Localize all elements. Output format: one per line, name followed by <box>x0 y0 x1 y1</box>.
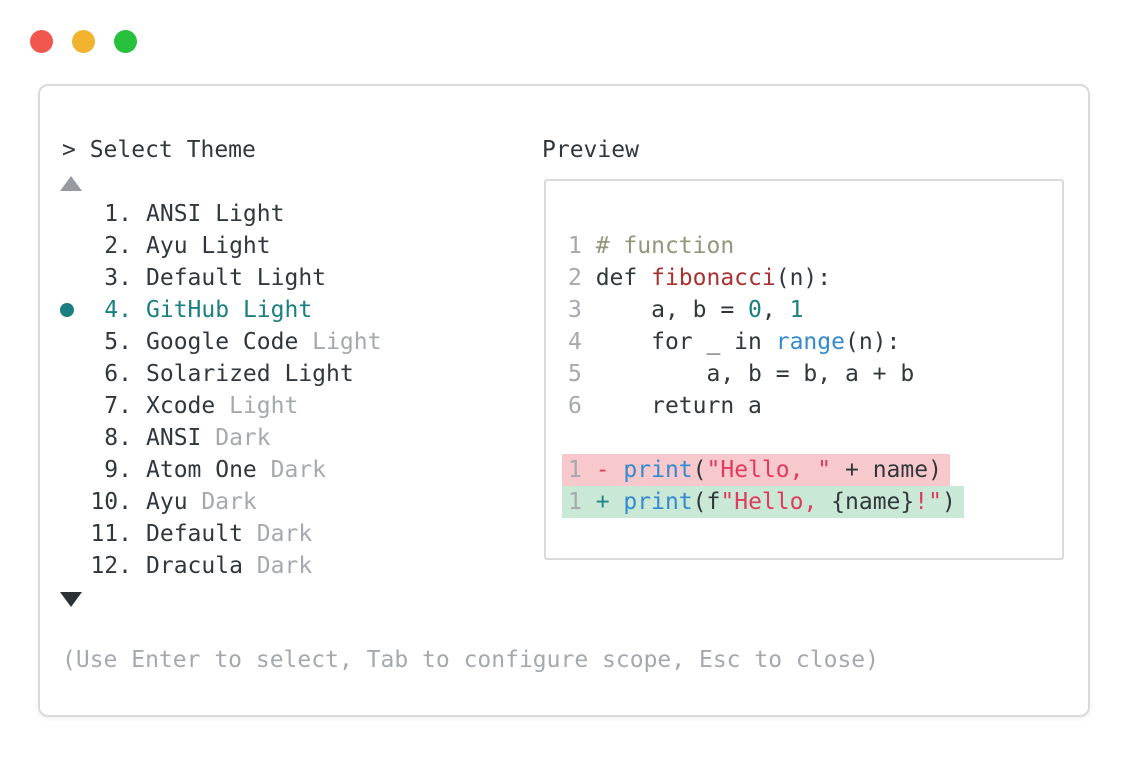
code-token: (n): <box>775 265 832 291</box>
code-token: a, b = <box>595 297 749 323</box>
code-line: 4 for _ in range(n): <box>562 326 908 358</box>
theme-select-prompt: > Select Theme <box>62 137 256 163</box>
traffic-light-minimize-icon[interactable] <box>72 30 95 53</box>
code-line: 2 def fibonacci(n): <box>562 262 839 294</box>
theme-item-number: 5. <box>104 329 132 355</box>
theme-item-number: 8. <box>104 425 132 451</box>
code-token: (f <box>692 489 721 515</box>
selected-bullet-icon <box>60 303 74 317</box>
theme-item-label: ANSI Light <box>146 201 285 227</box>
keyboard-hints: (Use Enter to select, Tab to configure s… <box>62 647 879 673</box>
line-number: 1 <box>568 489 596 515</box>
traffic-light-zoom-icon[interactable] <box>114 30 137 53</box>
theme-item-label: Xcode Light <box>146 393 299 419</box>
theme-item-dracula-dark[interactable]: 12. Dracula Dark <box>60 550 381 582</box>
code-line: 5 a, b = b, a + b <box>562 358 922 390</box>
theme-item-label: Dracula Dark <box>146 553 313 579</box>
scroll-up-icon[interactable] <box>60 176 82 191</box>
line-number: 4 <box>568 329 596 355</box>
theme-item-xcode-light[interactable]: 7. Xcode Light <box>60 390 381 422</box>
theme-item-number: 9. <box>104 457 132 483</box>
theme-item-number: 2. <box>104 233 132 259</box>
preview-title: Preview <box>542 137 639 163</box>
code-token: {name} <box>831 489 915 515</box>
theme-item-number: 1. <box>104 201 132 227</box>
code-token: "Hello, <box>720 489 832 515</box>
theme-item-number: 10. <box>90 489 132 515</box>
line-number: 1 <box>568 233 596 259</box>
code-token <box>610 457 624 483</box>
theme-item-number: 7. <box>104 393 132 419</box>
line-number: 6 <box>568 393 596 419</box>
code-line: 3 a, b = 0, 1 <box>562 294 811 326</box>
theme-item-solarized-light[interactable]: 6. Solarized Light <box>60 358 381 390</box>
code-line: 6 return a <box>562 390 770 422</box>
theme-item-number: 12. <box>90 553 132 579</box>
theme-item-google-code-light[interactable]: 5. Google Code Light <box>60 326 381 358</box>
theme-item-label: Google Code Light <box>146 329 382 355</box>
theme-item-ayu-light[interactable]: 2. Ayu Light <box>60 230 381 262</box>
scroll-down-icon[interactable] <box>60 592 82 607</box>
code-token: 0 <box>748 297 762 323</box>
code-token: print <box>623 489 693 515</box>
theme-item-label: ANSI Dark <box>146 425 271 451</box>
code-blank-line <box>562 422 576 454</box>
theme-item-default-dark[interactable]: 11. Default Dark <box>60 518 381 550</box>
traffic-light-close-icon[interactable] <box>30 30 53 53</box>
theme-item-label: Ayu Light <box>146 233 271 259</box>
line-number: 2 <box>568 265 596 291</box>
code-token <box>610 489 624 515</box>
theme-item-ansi-dark[interactable]: 8. ANSI Dark <box>60 422 381 454</box>
theme-item-label: Default Dark <box>146 521 313 547</box>
line-number: 5 <box>568 361 596 387</box>
code-token: + name) <box>831 457 942 483</box>
window-controls <box>30 30 137 53</box>
code-token: + <box>595 489 610 515</box>
theme-item-atom-one-dark[interactable]: 9. Atom One Dark <box>60 454 381 486</box>
theme-item-number: 6. <box>104 361 132 387</box>
code-line: 1 # function <box>562 230 742 262</box>
code-token: , <box>761 297 790 323</box>
theme-item-label: Atom One Dark <box>146 457 327 483</box>
code-token: print <box>623 457 693 483</box>
code-token: range <box>775 329 845 355</box>
line-number: 1 <box>568 457 596 483</box>
code-token: ( <box>692 457 707 483</box>
theme-item-github-light[interactable]: 4. GitHub Light <box>60 294 381 326</box>
theme-item-label: Solarized Light <box>146 361 354 387</box>
code-token: (n): <box>844 329 901 355</box>
theme-item-ayu-dark[interactable]: 10. Ayu Dark <box>60 486 381 518</box>
code-token: !" <box>914 489 942 515</box>
code-token: "Hello, " <box>706 457 832 483</box>
theme-item-ansi-light[interactable]: 1. ANSI Light <box>60 198 381 230</box>
theme-item-number: 3. <box>104 265 132 291</box>
theme-item-label: Default Light <box>146 265 327 291</box>
diff-line-added: 1 + print(f"Hello, {name}!") <box>562 486 964 518</box>
theme-list: 1. ANSI Light 2. Ayu Light 3. Default Light 4.… <box>60 198 381 582</box>
code-token: a, b = b, a + b <box>595 361 915 387</box>
code-token: fibonacci <box>651 265 776 291</box>
code-token: - <box>595 457 610 483</box>
code-token: for _ in <box>595 329 776 355</box>
code-token: def <box>595 265 652 291</box>
line-number: 3 <box>568 297 596 323</box>
code-token: ) <box>941 489 956 515</box>
bullet-column <box>60 303 76 317</box>
theme-item-number: 11. <box>90 521 132 547</box>
theme-item-label: Ayu Dark <box>146 489 257 515</box>
code-token: return a <box>595 393 762 419</box>
code-token: 1 <box>789 297 804 323</box>
code-token: # function <box>595 233 735 259</box>
theme-item-default-light[interactable]: 3. Default Light <box>60 262 381 294</box>
theme-item-number: 4. <box>104 297 132 323</box>
diff-line-removed: 1 - print("Hello, " + name) <box>562 454 950 486</box>
theme-picker-window: > Select Theme 1. ANSI Light 2. Ayu Light 3.… <box>38 84 1090 717</box>
theme-item-label: GitHub Light <box>146 297 313 323</box>
